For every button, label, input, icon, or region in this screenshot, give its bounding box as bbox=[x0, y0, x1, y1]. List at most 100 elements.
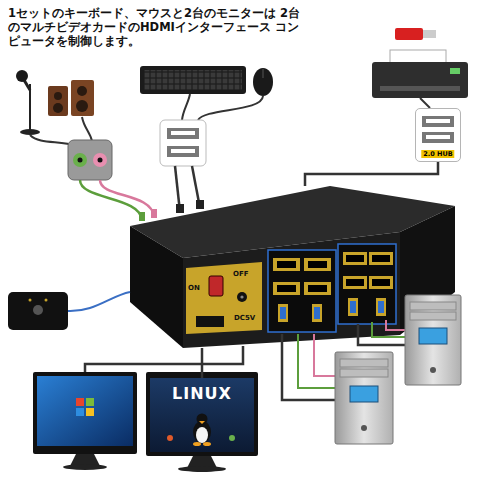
usb-cable bbox=[198, 96, 263, 120]
keyboard bbox=[140, 66, 246, 94]
remote-cable bbox=[68, 292, 130, 311]
microphone bbox=[16, 70, 28, 82]
audio-jack-icon bbox=[68, 140, 112, 180]
microphone bbox=[29, 84, 31, 131]
audio-cable bbox=[139, 212, 145, 221]
kvm-panel bbox=[312, 304, 322, 322]
pc-cable bbox=[358, 324, 405, 345]
keyboard bbox=[144, 70, 242, 90]
remote-switch bbox=[8, 292, 68, 330]
computer-tower bbox=[419, 328, 447, 344]
kvm-panel bbox=[346, 279, 364, 286]
kvm-panel bbox=[314, 307, 320, 319]
monitor bbox=[229, 435, 235, 441]
mouse bbox=[253, 68, 273, 96]
monitor bbox=[150, 378, 254, 452]
audio-jack-icon bbox=[68, 140, 112, 180]
monitor bbox=[167, 435, 173, 441]
kvm-panel bbox=[278, 304, 288, 322]
kvm-switch: ONOFFDC5V bbox=[130, 186, 455, 348]
monitor bbox=[193, 442, 201, 446]
usb-hub-port: 2.0 HUB bbox=[415, 108, 461, 162]
computer-tower bbox=[335, 352, 393, 444]
pc-cable bbox=[282, 334, 335, 400]
computer-tower bbox=[350, 386, 378, 402]
printer bbox=[380, 86, 460, 91]
kvm-panel bbox=[196, 316, 224, 327]
computer-tower bbox=[340, 359, 388, 367]
usb-port-icon bbox=[171, 149, 195, 153]
monitor bbox=[178, 466, 226, 472]
audio-jack-icon bbox=[93, 153, 107, 167]
kvm-panel bbox=[372, 255, 390, 262]
audio-cable bbox=[82, 117, 92, 141]
speakers bbox=[76, 100, 88, 112]
audio-cable bbox=[80, 180, 142, 220]
usb-hub-icon bbox=[415, 108, 461, 162]
kvm-panel bbox=[277, 285, 296, 292]
microphone bbox=[20, 129, 40, 135]
kvm-panel bbox=[209, 276, 223, 296]
speakers bbox=[53, 103, 63, 113]
kvm-panel bbox=[338, 244, 396, 324]
usb-hub-icon bbox=[426, 119, 450, 123]
remote-switch bbox=[8, 292, 68, 330]
node-label: ON bbox=[188, 284, 200, 292]
monitor bbox=[146, 372, 258, 456]
usb-port-icon bbox=[167, 128, 199, 139]
kvm-panel bbox=[280, 307, 286, 319]
audio-jack-icon bbox=[98, 158, 103, 163]
usb-port-icon bbox=[167, 146, 199, 157]
computer-tower bbox=[410, 302, 456, 310]
mouse bbox=[263, 69, 264, 78]
monitor bbox=[33, 372, 137, 470]
usb-hub-icon bbox=[422, 132, 454, 143]
mouse bbox=[253, 68, 273, 96]
computer-tower bbox=[410, 312, 456, 320]
hdmi-cable bbox=[85, 346, 243, 372]
kvm-panel bbox=[348, 298, 358, 316]
kvm-panel bbox=[376, 298, 386, 316]
kvm-panel bbox=[308, 285, 327, 292]
node-label: LINUX bbox=[172, 384, 232, 403]
monitor bbox=[203, 442, 211, 446]
audio-jack-icon bbox=[73, 153, 87, 167]
monitor bbox=[76, 408, 84, 416]
cable bbox=[305, 162, 438, 186]
pc-cable bbox=[298, 334, 335, 388]
kvm-panel bbox=[346, 255, 364, 262]
usb-cable bbox=[420, 98, 430, 108]
kvm-panel bbox=[343, 276, 367, 289]
pc-cable bbox=[314, 334, 335, 376]
audio-cable bbox=[151, 209, 157, 218]
cable bbox=[201, 348, 204, 378]
computer-tower bbox=[361, 425, 367, 431]
printer bbox=[372, 62, 468, 98]
node-label: 2.0 HUB bbox=[421, 150, 454, 158]
flash-drive bbox=[395, 28, 423, 40]
kvm-panel bbox=[350, 301, 356, 313]
usb-cable bbox=[182, 94, 263, 120]
monitor bbox=[197, 414, 208, 425]
speakers bbox=[48, 86, 68, 116]
audio-cable bbox=[80, 180, 157, 221]
printer bbox=[450, 68, 460, 74]
monitor bbox=[86, 408, 94, 416]
remote-switch bbox=[45, 299, 48, 302]
kvm-panel bbox=[308, 261, 327, 268]
keyboard bbox=[140, 66, 246, 94]
usb-hub-icon bbox=[422, 116, 454, 127]
audio-cable bbox=[100, 180, 154, 217]
speakers bbox=[77, 86, 87, 96]
kvm-panel bbox=[268, 250, 336, 332]
flash-drive bbox=[423, 30, 436, 38]
kvm-panel bbox=[369, 252, 393, 265]
kvm-housing bbox=[130, 226, 183, 348]
usb-hub-icon bbox=[415, 108, 461, 162]
kvm-panel bbox=[343, 252, 367, 265]
monitor bbox=[76, 398, 84, 406]
microphone bbox=[16, 70, 40, 135]
